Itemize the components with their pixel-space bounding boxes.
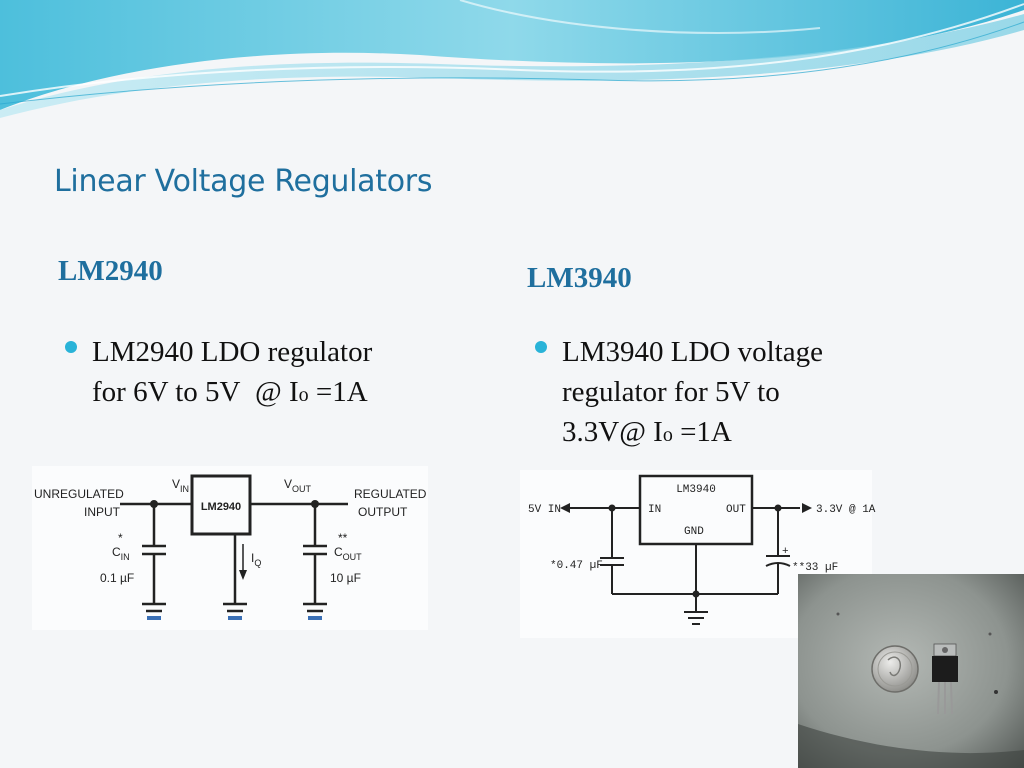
chip-label: LM3940 bbox=[676, 484, 716, 496]
bullet-lm2940: LM2940 LDO regulator for 6V to 5V @ Io =… bbox=[65, 332, 472, 415]
input-label: 5V IN bbox=[528, 504, 561, 516]
cin-value: 0.1 µF bbox=[100, 571, 134, 585]
cout-star: ** bbox=[338, 531, 348, 545]
bullet-line: LM2940 LDO regulator bbox=[92, 336, 373, 368]
pin-in-label: IN bbox=[648, 504, 661, 516]
cout-label: COUT bbox=[334, 545, 362, 562]
cout-value: **33 µF bbox=[792, 562, 838, 574]
coin-icon bbox=[871, 645, 919, 693]
lm2940-circuit-diagram: LM2940 UNREGULATED INPUT REGULATED OUTPU… bbox=[32, 466, 428, 630]
cout-value: 10 µF bbox=[330, 571, 361, 585]
cout-polarity: + bbox=[782, 546, 789, 558]
regulator-photo bbox=[798, 574, 1024, 768]
bullet-line: LM3940 LDO voltage bbox=[562, 336, 823, 368]
regulated-label: REGULATED bbox=[354, 487, 427, 501]
cin-value: *0.47 µF bbox=[550, 560, 603, 572]
pin-out-label: OUT bbox=[726, 504, 746, 516]
slide-title: Linear Voltage Regulators bbox=[54, 164, 433, 199]
pin-gnd-label: GND bbox=[684, 526, 704, 538]
unregulated-label: UNREGULATED bbox=[34, 487, 124, 501]
cin-star: * bbox=[118, 531, 123, 545]
input-label: INPUT bbox=[84, 505, 121, 519]
header-wave-decoration bbox=[0, 0, 1024, 118]
bullet-dot-icon bbox=[65, 341, 77, 353]
vin-label: VIN bbox=[172, 477, 189, 494]
cin-label: CIN bbox=[112, 545, 130, 562]
to220-regulator-icon bbox=[932, 643, 958, 715]
vout-label: VOUT bbox=[284, 477, 312, 494]
output-label: OUTPUT bbox=[358, 505, 408, 519]
bullet-line: 3.3V@ Io =1A bbox=[562, 416, 732, 448]
lm3940-circuit-diagram: LM3940 5V IN IN OUT GND 3.3V @ 1A *0.47 … bbox=[520, 470, 876, 638]
bullet-dot-icon bbox=[535, 341, 547, 353]
bullet-lm3940: LM3940 LDO voltage regulator for 5V to 3… bbox=[535, 332, 942, 455]
bullet-line: regulator for 5V to bbox=[562, 376, 780, 408]
output-label: 3.3V @ 1A bbox=[816, 504, 876, 516]
heading-lm2940: LM2940 bbox=[58, 255, 163, 287]
iq-label: IQ bbox=[251, 551, 261, 568]
bullet-line: for 6V to 5V @ Io =1A bbox=[92, 376, 368, 408]
chip-label: LM2940 bbox=[201, 501, 241, 513]
heading-lm3940: LM3940 bbox=[527, 262, 632, 294]
